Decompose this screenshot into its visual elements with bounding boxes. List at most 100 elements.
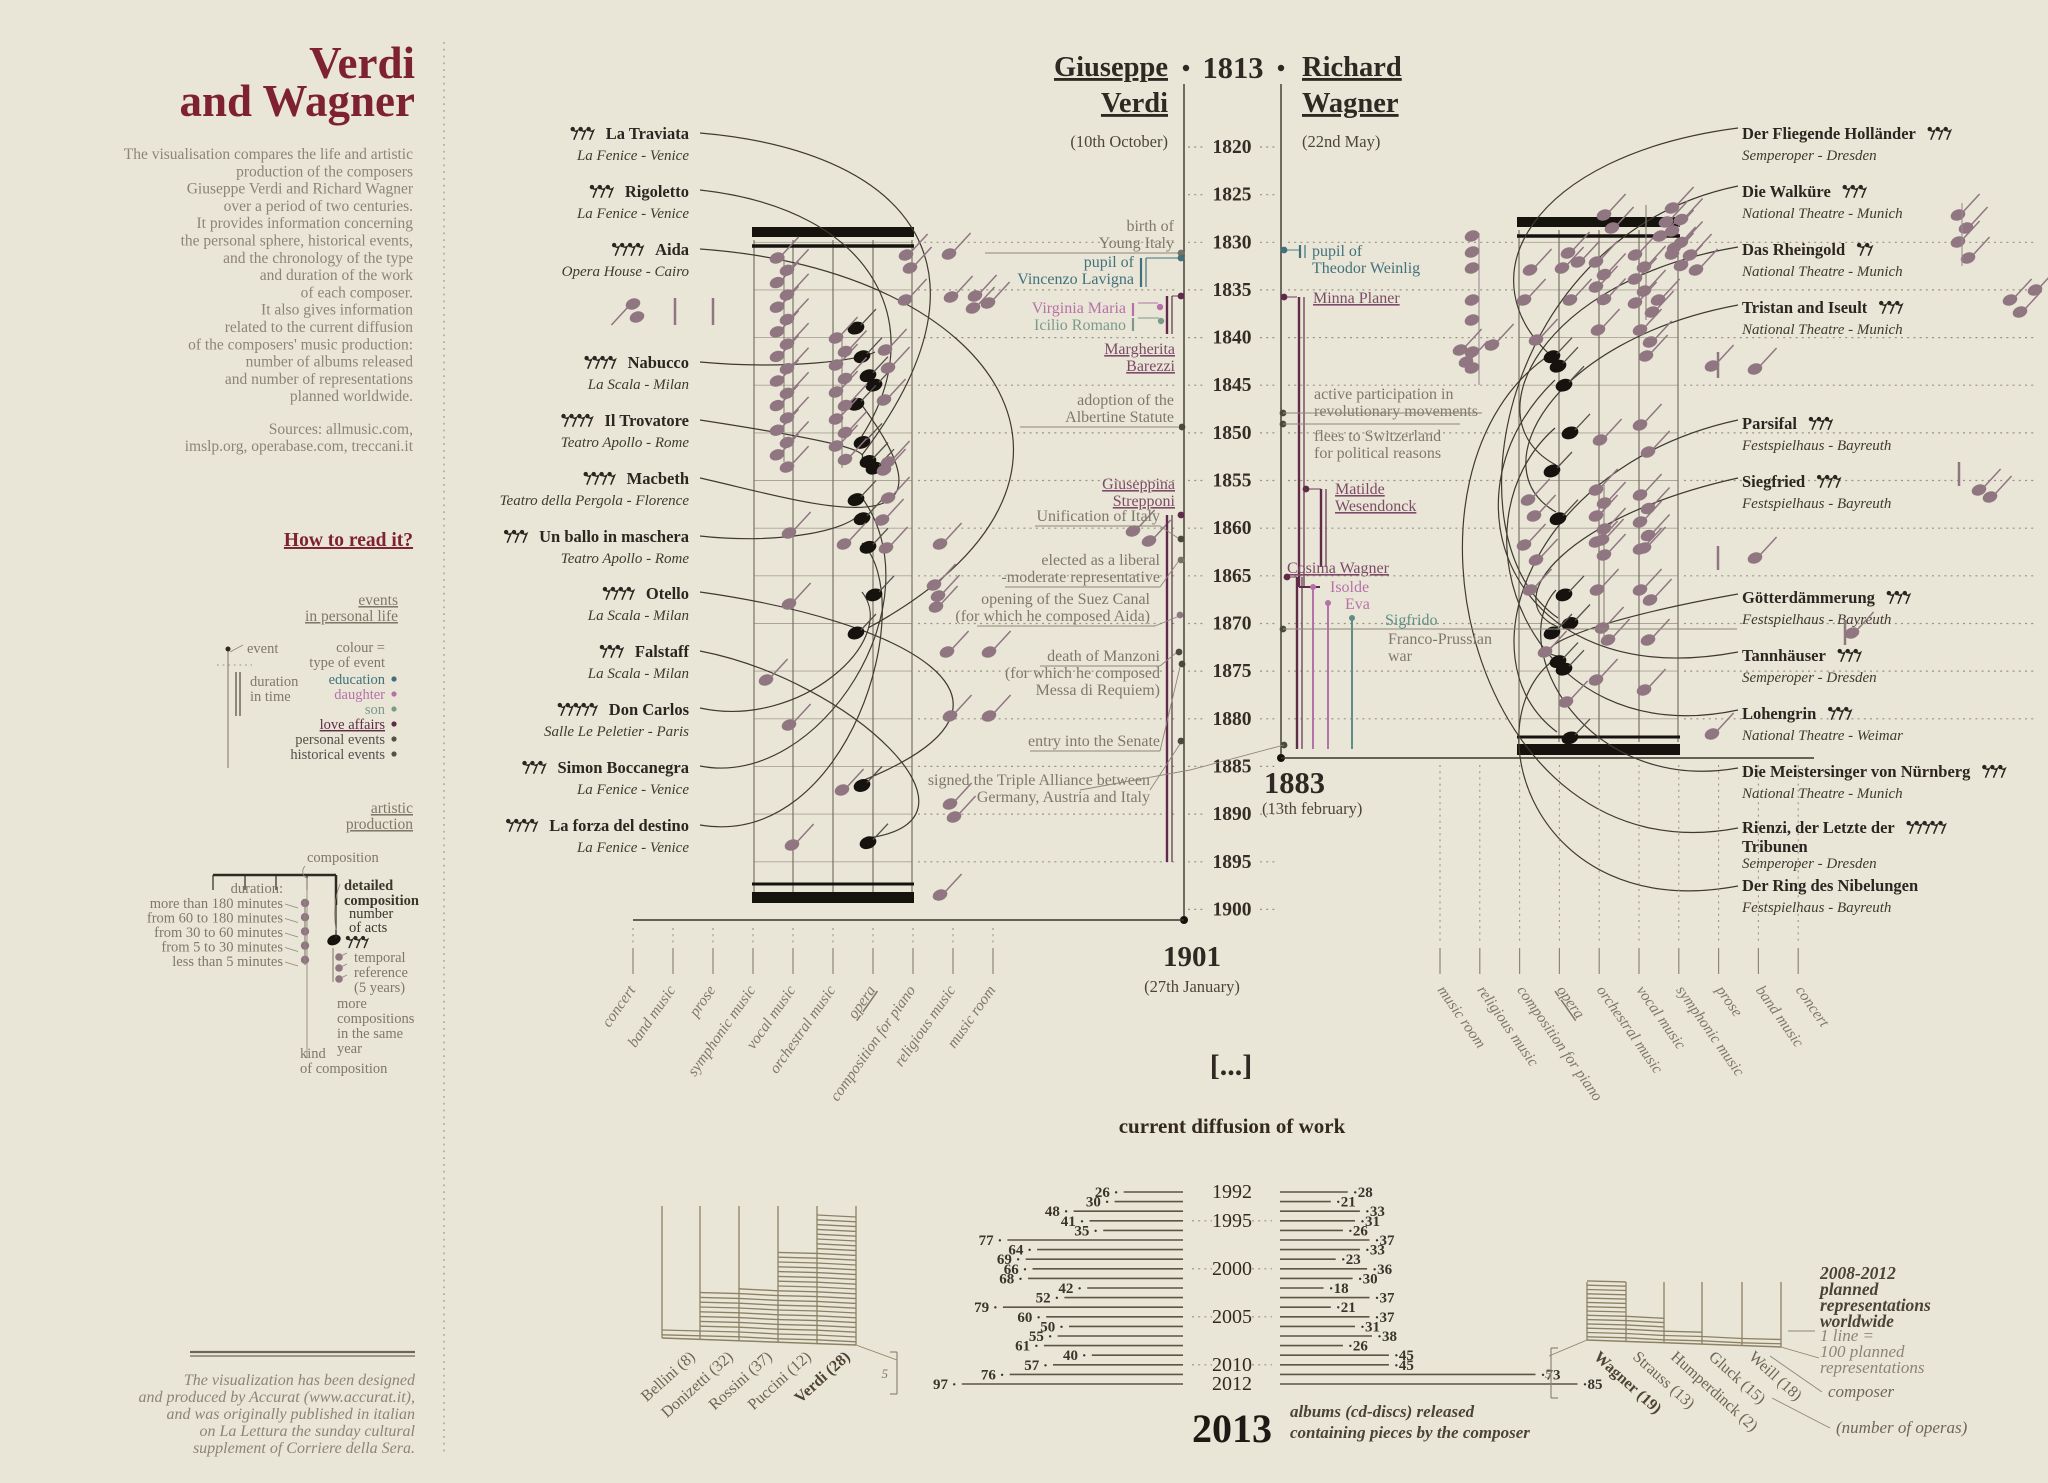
svg-text:60 ·: 60 · [1017,1310,1041,1326]
svg-text:La Fenice - Venice: La Fenice - Venice [576,840,689,856]
svg-text:Sigfrido: Sigfrido [1385,612,1437,629]
svg-text:5: 5 [1545,1366,1552,1381]
svg-text:Macbeth: Macbeth [627,469,689,488]
svg-text:National Theatre - Munich: National Theatre - Munich [1741,264,1903,280]
svg-text:colour =: colour = [336,640,385,656]
svg-text:production of the composers: production of the composers [236,163,413,180]
svg-text:adoption of the: adoption of the [1077,392,1174,409]
svg-text:year: year [337,1041,362,1057]
svg-text:elected as a liberal: elected as a liberal [1041,552,1160,569]
svg-text:event: event [247,641,278,657]
svg-text:war: war [1388,648,1413,665]
svg-text:number: number [349,906,393,922]
svg-text:26 ·: 26 · [1095,1185,1119,1201]
svg-text:containing pieces by the compo: containing pieces by the composer [1290,1423,1530,1442]
svg-text:La Scala - Milan: La Scala - Milan [587,377,689,393]
svg-text:current diffusion of work: current diffusion of work [1119,1114,1346,1138]
svg-text:worldwide: worldwide [1820,1311,1894,1331]
svg-text:artistic: artistic [371,800,413,817]
svg-text:(27th January): (27th January) [1144,977,1240,996]
svg-text:Messa di Requiem): Messa di Requiem) [1036,682,1160,699]
svg-text:·21: ·21 [1336,1195,1356,1211]
svg-text:(for which he composed Aida): (for which he composed Aida) [955,608,1150,625]
svg-text:Parsifal: Parsifal [1742,414,1797,433]
svg-text:La forza del destino: La forza del destino [549,816,689,835]
svg-text:1870: 1870 [1213,614,1252,635]
svg-text:Minna Planer: Minna Planer [1313,290,1400,307]
svg-text:kind: kind [300,1046,327,1062]
svg-text:Tannhäuser: Tannhäuser [1742,646,1826,665]
svg-text:1820: 1820 [1213,137,1252,158]
svg-text:the personal sphere, historica: the personal sphere, historical events, [181,233,413,250]
svg-text:of acts: of acts [349,920,388,936]
svg-text:Götterdämmerung: Götterdämmerung [1742,588,1876,607]
svg-text:66 ·: 66 · [1004,1262,1028,1278]
svg-text:Festspielhaus - Bayreuth: Festspielhaus - Bayreuth [1741,612,1891,628]
svg-text:Vincenzo Lavigna: Vincenzo Lavigna [1017,271,1134,288]
svg-text:[...]: [...] [1210,1049,1252,1082]
svg-text:La Scala - Milan: La Scala - Milan [587,608,689,624]
svg-text:Nabucco: Nabucco [628,353,689,372]
svg-text:Matilde: Matilde [1335,481,1385,498]
svg-text:La Traviata: La Traviata [606,124,689,143]
svg-text:·26: ·26 [1348,1339,1369,1355]
svg-text:·18: ·18 [1329,1281,1349,1297]
svg-text:historical events: historical events [290,747,385,763]
svg-text:·31: ·31 [1360,1214,1380,1230]
svg-text:over a period of two centuries: over a period of two centuries. [224,198,413,215]
svg-text:79 ·: 79 · [974,1300,998,1316]
svg-text:Barezzi: Barezzi [1126,358,1175,375]
svg-text:Eva: Eva [1345,596,1370,613]
svg-text:(number of operas): (number of operas) [1836,1418,1968,1437]
svg-text:Teatro Apollo - Rome: Teatro Apollo - Rome [561,435,690,451]
svg-text:type of event: type of event [309,655,385,671]
svg-text:1835: 1835 [1213,280,1252,301]
svg-text:less than 5 minutes: less than 5 minutes [172,954,283,970]
svg-text:42 ·: 42 · [1058,1281,1082,1297]
svg-text:Giuseppina: Giuseppina [1102,476,1175,493]
svg-text:representations: representations [1820,1358,1925,1377]
svg-text:Otello: Otello [646,584,689,603]
svg-text:41 ·: 41 · [1061,1214,1085,1230]
svg-text:pupil of: pupil of [1312,243,1363,260]
svg-text:National Theatre - Weimar: National Theatre - Weimar [1741,728,1903,744]
svg-text:69 ·: 69 · [997,1252,1021,1268]
svg-text:The visualization has been des: The visualization has been designed [184,1372,416,1389]
svg-text:·31: ·31 [1360,1319,1380,1335]
svg-text:1865: 1865 [1213,566,1252,587]
svg-text:1900: 1900 [1213,899,1252,920]
svg-text:albums (cd-discs) released: albums (cd-discs) released [1290,1402,1475,1421]
svg-text:5: 5 [882,1366,889,1381]
svg-text:Verdi: Verdi [309,38,415,88]
svg-text:50 ·: 50 · [1040,1319,1064,1335]
svg-text:1813: 1813 [1203,51,1264,85]
svg-text:Lohengrin: Lohengrin [1742,704,1816,723]
svg-text:temporal: temporal [354,950,406,966]
svg-text:La Scala - Milan: La Scala - Milan [587,666,689,682]
svg-text:1 line =: 1 line = [1820,1326,1874,1345]
svg-text:(13th february): (13th february) [1262,799,1362,818]
svg-text:for political reasons: for political reasons [1314,445,1441,462]
svg-text:55 ·: 55 · [1029,1329,1053,1345]
svg-text:It provides information concer: It provides information concerning [196,215,413,232]
svg-text:signed the Triple Alliance bet: signed the Triple Alliance between [928,772,1150,789]
svg-text:64 ·: 64 · [1008,1243,1032,1259]
svg-text:Wesendonck: Wesendonck [1335,498,1416,515]
svg-text:duration:: duration: [231,881,283,897]
svg-text:Opera House - Cairo: Opera House - Cairo [562,264,690,280]
svg-text:La Fenice - Venice: La Fenice - Venice [576,148,689,164]
svg-text:·28: ·28 [1353,1185,1373,1201]
svg-text:2000: 2000 [1212,1258,1252,1280]
svg-text:Verdi: Verdi [1101,88,1168,119]
svg-text:education: education [329,672,386,688]
svg-text:planned: planned [1818,1279,1879,1299]
svg-text:and the chronology of the type: and the chronology of the type [223,250,413,267]
svg-text:·36: ·36 [1372,1262,1393,1278]
svg-text:National Theatre - Munich: National Theatre - Munich [1741,786,1903,802]
svg-text:Sources: allmusic.com,: Sources: allmusic.com, [269,421,413,438]
svg-text:production: production [346,816,413,833]
svg-text:Isolde: Isolde [1330,579,1369,596]
svg-text:30 ·: 30 · [1086,1195,1110,1211]
svg-text:1855: 1855 [1213,471,1252,492]
svg-text:97 ·: 97 · [933,1377,957,1393]
